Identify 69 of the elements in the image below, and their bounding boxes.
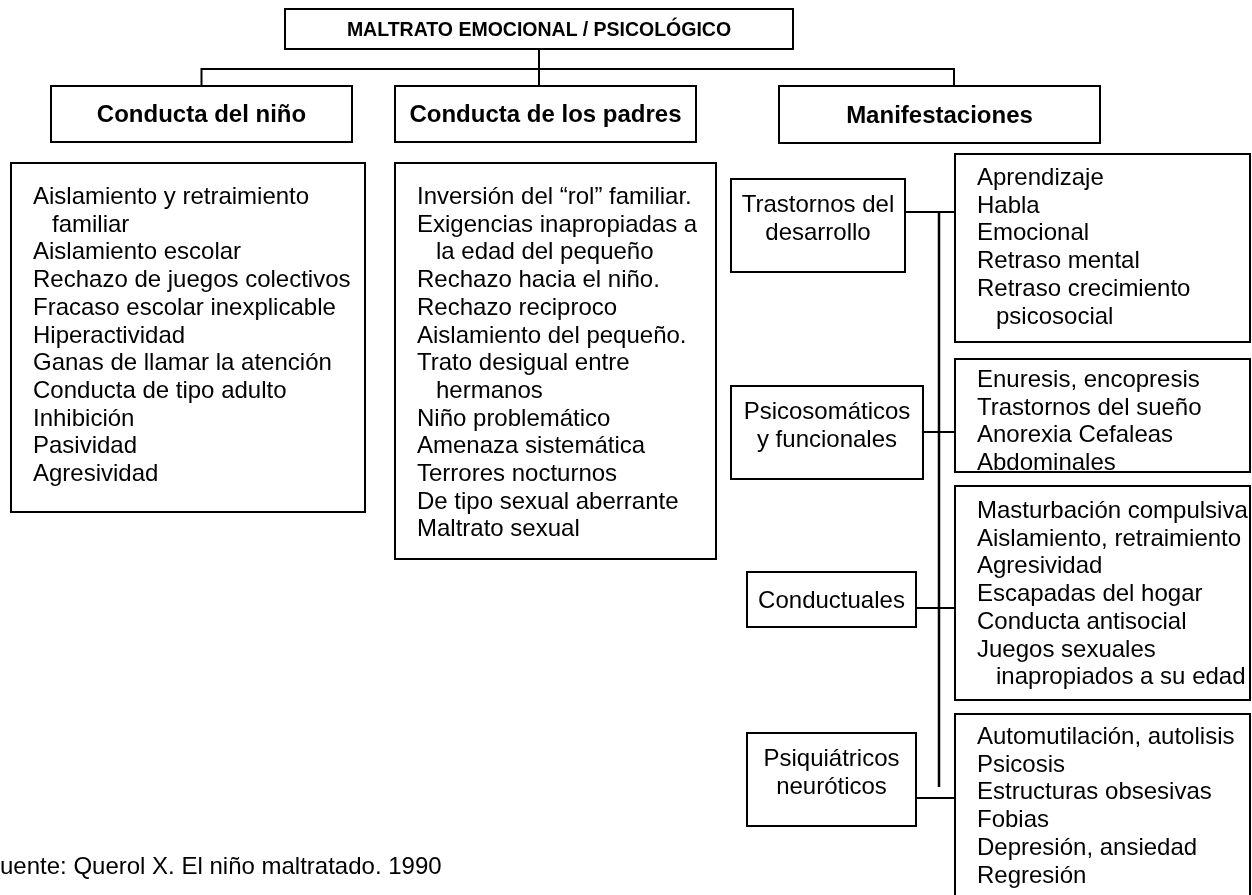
list-item: Rechazo hacia el niño. bbox=[417, 265, 661, 293]
list-item: Escapadas del hogar bbox=[977, 579, 1204, 607]
list-item: Retraso crecimiento psicosocial bbox=[977, 273, 1192, 330]
list-item: De tipo sexual aberrante bbox=[417, 486, 680, 515]
box-label: Conducta de los padres bbox=[409, 100, 682, 128]
list-item: Automutilación, autolisis bbox=[977, 722, 1236, 750]
list-item: Agresividad bbox=[977, 551, 1104, 580]
subcategory-box bbox=[746, 732, 917, 827]
list-item: Exigencias inapropiadas a la edad del pequeño bbox=[417, 209, 699, 266]
list-box bbox=[954, 358, 1251, 473]
list-item: Ganas de llamar la atención bbox=[33, 348, 333, 376]
list-item: Estructuras obsesivas bbox=[977, 777, 1213, 806]
category-box bbox=[778, 85, 1101, 144]
list-item: Terrores nocturnos bbox=[417, 459, 619, 487]
list-item: Rechazo de juegos colectivos bbox=[33, 265, 352, 293]
list-item: Enuresis, encopresis bbox=[977, 365, 1201, 393]
title-text: MALTRATO EMOCIONAL / PSICOLÓGICO bbox=[346, 17, 732, 41]
list-item: Amenaza sistemática bbox=[417, 431, 647, 460]
list-box bbox=[954, 153, 1251, 343]
list-item: Juegos sexuales inapropiados a su edad bbox=[977, 634, 1247, 690]
list-item: Regresión bbox=[977, 860, 1088, 889]
list-item: Hiperactividad bbox=[33, 320, 187, 349]
box-label: Conducta del niño bbox=[96, 100, 307, 128]
list-item: Retraso mental bbox=[977, 246, 1141, 274]
list-item: Niño problemático bbox=[417, 403, 612, 432]
list-item: Rechazo reciproco bbox=[417, 292, 619, 321]
box-label: Psiquiátricos neuróticos bbox=[763, 744, 900, 799]
list-item: Trastornos del sueño bbox=[977, 392, 1203, 421]
list-item: Masturbación compulsiva bbox=[977, 496, 1249, 524]
subcategory-box bbox=[730, 385, 924, 480]
connector-line bbox=[916, 797, 955, 799]
list-item: Anorexia Cefaleas bbox=[977, 420, 1175, 449]
list-box bbox=[394, 162, 717, 560]
category-box bbox=[50, 85, 353, 143]
list-item: Aislamiento y retraimiento familiar bbox=[33, 182, 311, 238]
list-item: Fracaso escolar inexplicable bbox=[33, 292, 337, 321]
list-item: Aislamiento del pequeño. bbox=[417, 320, 688, 349]
list-box bbox=[10, 162, 366, 513]
list-item: Fobias bbox=[977, 805, 1051, 833]
list-item: Conducta antisocial bbox=[977, 606, 1188, 635]
box-label: Conductuales bbox=[758, 585, 905, 614]
list-item: Aislamiento, retraimiento bbox=[977, 523, 1243, 552]
list-item: Inhibición bbox=[33, 403, 136, 432]
list-item: Habla bbox=[977, 190, 1041, 219]
list-item: Conducta de tipo adulto bbox=[33, 375, 288, 404]
list-item: Inversión del “rol” familiar. bbox=[417, 182, 693, 210]
list-item: Depresión, ansiedad bbox=[977, 832, 1199, 861]
list-item: Trato desigual entre hermanos bbox=[417, 348, 631, 404]
list-item: Maltrato sexual bbox=[417, 514, 581, 543]
list-item: Psicosis bbox=[977, 749, 1067, 778]
list-item: Pasividad bbox=[33, 431, 139, 460]
source-caption: uente: Querol X. El niño maltratado. 1990 bbox=[0, 852, 442, 880]
subcategory-box bbox=[730, 178, 906, 273]
box-label: Psicosomáticos y funcionales bbox=[743, 397, 911, 452]
list-item: Aislamiento escolar bbox=[33, 237, 243, 266]
subcategory-box bbox=[746, 571, 917, 628]
connector-line bbox=[923, 431, 955, 433]
box-label: Manifestaciones bbox=[846, 100, 1033, 129]
list-item: Emocional bbox=[977, 218, 1091, 247]
list-item: Agresividad bbox=[33, 459, 160, 487]
connector-line bbox=[916, 607, 955, 609]
title-box bbox=[284, 8, 794, 50]
category-box bbox=[394, 85, 697, 143]
list-box bbox=[954, 485, 1251, 701]
connector-line bbox=[905, 211, 955, 213]
list-box bbox=[954, 713, 1251, 895]
box-label: Trastornos del desarrollo bbox=[741, 190, 895, 245]
list-item: Aprendizaje bbox=[977, 163, 1105, 191]
list-item: Abdominales bbox=[977, 448, 1117, 476]
